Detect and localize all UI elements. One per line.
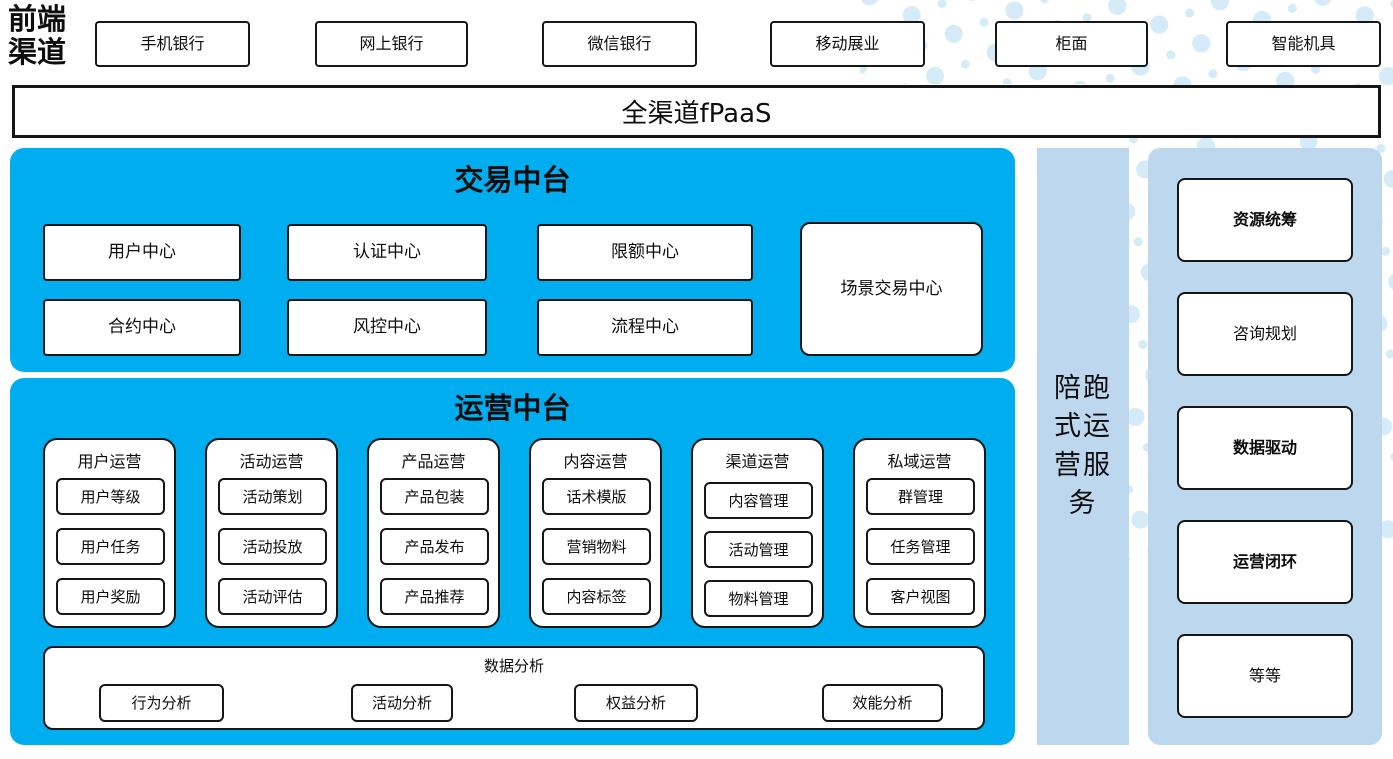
ops-item: 用户任务: [56, 528, 165, 565]
ops-item: 活动管理: [704, 531, 813, 568]
ops-item: 产品发布: [380, 528, 489, 565]
ops-column-title: 用户运营: [77, 452, 142, 471]
ops-item: 产品推荐: [380, 578, 489, 615]
fpaas-bar: 全渠道fPaaS: [12, 85, 1381, 138]
center-box-scene-trading: 场景交易中心: [800, 222, 983, 356]
ops-item: 营销物料: [542, 528, 651, 565]
channel-box-online-banking: 网上银行: [315, 21, 468, 67]
ops-column-title: 渠道运营: [725, 452, 790, 471]
analysis-box-behavior: 行为分析: [99, 684, 224, 722]
operations-platform-panel: 运营中台 用户运营 用户等级 用户任务 用户奖励 活动运营 活动策划 活动投放 …: [10, 378, 1015, 745]
center-box-limit: 限额中心: [537, 224, 753, 281]
advisory-box-resource-planning: 资源统筹: [1177, 178, 1353, 262]
analysis-box-activity: 活动分析: [351, 684, 453, 722]
companion-line: 务: [1068, 487, 1098, 519]
operations-platform-title: 运营中台: [454, 391, 571, 425]
ops-column-title: 内容运营: [563, 452, 628, 471]
ops-item: 活动投放: [218, 528, 327, 565]
ops-column-channel: 渠道运营 内容管理 活动管理 物料管理: [691, 438, 824, 628]
advisory-box-operation-loop: 运营闭环: [1177, 520, 1353, 604]
ops-column-title: 产品运营: [401, 452, 466, 471]
advisory-box-data-driven: 数据驱动: [1177, 406, 1353, 490]
center-box-contract: 合约中心: [43, 299, 241, 356]
ops-item: 任务管理: [866, 528, 975, 565]
ops-column-title: 私域运营: [887, 452, 952, 471]
advisory-box-etc: 等等: [1177, 634, 1353, 718]
data-analysis-title: 数据分析: [483, 657, 544, 675]
channel-box-mobile-sales: 移动展业: [770, 21, 925, 67]
channel-box-counter: 柜面: [995, 21, 1148, 67]
analysis-box-rights: 权益分析: [574, 684, 698, 722]
companion-line: 陪跑: [1054, 372, 1112, 404]
front-channels-label: 前端 渠道: [8, 2, 82, 70]
ops-item: 物料管理: [704, 580, 813, 617]
channel-box-smart-machines: 智能机具: [1226, 21, 1381, 67]
center-box-process: 流程中心: [537, 299, 753, 356]
ops-item: 内容管理: [704, 482, 813, 519]
ops-column-user: 用户运营 用户等级 用户任务 用户奖励: [43, 438, 176, 628]
companion-service-strip: 陪跑 式运 营服 务: [1037, 148, 1129, 745]
analysis-box-efficiency: 效能分析: [822, 684, 943, 722]
trading-platform-title: 交易中台: [454, 163, 571, 197]
ops-column-product: 产品运营 产品包装 产品发布 产品推荐: [367, 438, 500, 628]
center-box-risk: 风控中心: [287, 299, 487, 356]
ops-column-private-domain: 私域运营 群管理 任务管理 客户视图: [853, 438, 986, 628]
data-analysis-strip: 数据分析 行为分析 活动分析 权益分析 效能分析: [43, 646, 985, 730]
trading-platform-panel: 交易中台 用户中心 认证中心 限额中心 合约中心 风控中心 流程中心 场景交易中…: [10, 148, 1015, 372]
center-box-auth: 认证中心: [287, 224, 487, 281]
ops-item: 客户视图: [866, 578, 975, 615]
advisory-box-consulting-planning: 咨询规划: [1177, 292, 1353, 376]
ops-column-title: 活动运营: [239, 452, 304, 471]
ops-item: 活动评估: [218, 578, 327, 615]
companion-line: 式运: [1054, 411, 1112, 443]
ops-item: 活动策划: [218, 478, 327, 515]
ops-item: 话术模版: [542, 478, 651, 515]
ops-column-content: 内容运营 话术模版 营销物料 内容标签: [529, 438, 662, 628]
front-channels-label-line2: 渠道: [8, 35, 67, 70]
ops-item: 用户奖励: [56, 578, 165, 615]
ops-item: 用户等级: [56, 478, 165, 515]
channel-box-wechat-banking: 微信银行: [542, 21, 697, 67]
ops-item: 群管理: [866, 478, 975, 515]
ops-item: 产品包装: [380, 478, 489, 515]
center-box-user: 用户中心: [43, 224, 241, 281]
channel-box-mobile-banking: 手机银行: [95, 21, 250, 67]
ops-column-activity: 活动运营 活动策划 活动投放 活动评估: [205, 438, 338, 628]
companion-line: 营服: [1054, 449, 1112, 481]
front-channels-label-line1: 前端: [8, 2, 67, 36]
companion-service-label: 陪跑 式运 营服 务: [1054, 370, 1112, 523]
advisory-panel: 资源统筹 咨询规划 数据驱动 运营闭环 等等: [1148, 148, 1382, 745]
ops-item: 内容标签: [542, 578, 651, 615]
